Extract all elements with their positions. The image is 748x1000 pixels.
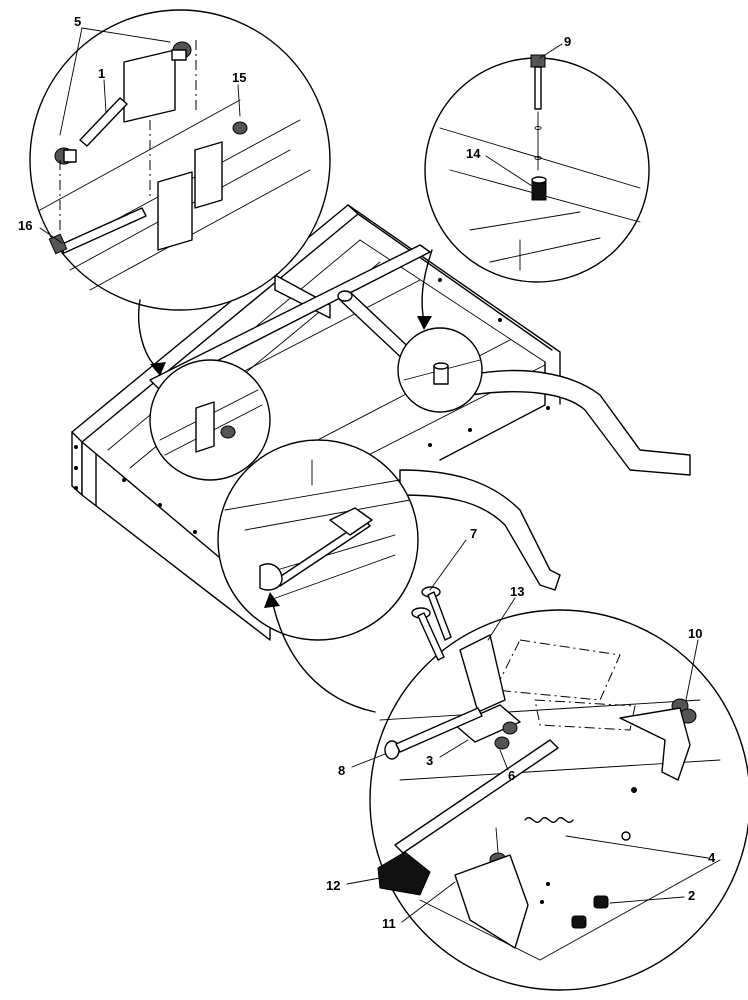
bracket-13: [459, 634, 506, 713]
bolt-8: [395, 707, 483, 753]
spring-4: [524, 817, 574, 823]
callout-1: 1: [98, 66, 105, 81]
detail-circle-bottom-right: [369, 586, 748, 991]
callout-labels: 5 1 15 16 9 14 7 13 10 8 3 6 4 2 12 11: [18, 14, 716, 931]
handle-tube-rear: [469, 369, 691, 476]
cap-screw-icon: [593, 895, 609, 909]
detail-circle-mid-right: [397, 327, 483, 413]
callout-2: 2: [688, 888, 695, 903]
pivot-shaft: [394, 739, 559, 854]
callout-3: 3: [426, 753, 433, 768]
callout-11: 11: [382, 916, 396, 931]
bolt-head-icon: [530, 54, 546, 68]
front-panel: [81, 441, 271, 641]
detail-circle-top-left: [29, 9, 331, 311]
callout-6: 6: [508, 768, 515, 783]
pivot-plate-rear: [194, 141, 223, 209]
plate-3: [454, 704, 521, 743]
pivot-plate-upper: [123, 49, 176, 123]
pin-1: [79, 97, 128, 147]
callout-8: 8: [338, 763, 345, 778]
detail-circle-mid-left: [149, 359, 271, 481]
callout-7: 7: [470, 526, 477, 541]
pivot-plate-front: [157, 171, 193, 251]
detail-arrows: [138, 249, 433, 713]
callout-16: 16: [18, 218, 32, 233]
callout-5: 5: [74, 14, 81, 29]
callout-15: 15: [232, 70, 246, 85]
detail-circle-top-right: [424, 54, 650, 283]
callout-12: 12: [326, 878, 340, 893]
nut-icon: [232, 121, 248, 135]
callout-10: 10: [688, 626, 702, 641]
pedal-12: [377, 851, 431, 896]
leader-lines: [39, 27, 709, 923]
base-plate-11: [454, 854, 529, 949]
callout-13: 13: [510, 584, 524, 599]
detail-circle-center: [217, 439, 419, 641]
bolt-9: [534, 66, 542, 110]
callout-9: 9: [564, 34, 571, 49]
callout-14: 14: [466, 146, 481, 161]
handle-tube-front: [399, 469, 561, 591]
callout-4: 4: [708, 850, 716, 865]
